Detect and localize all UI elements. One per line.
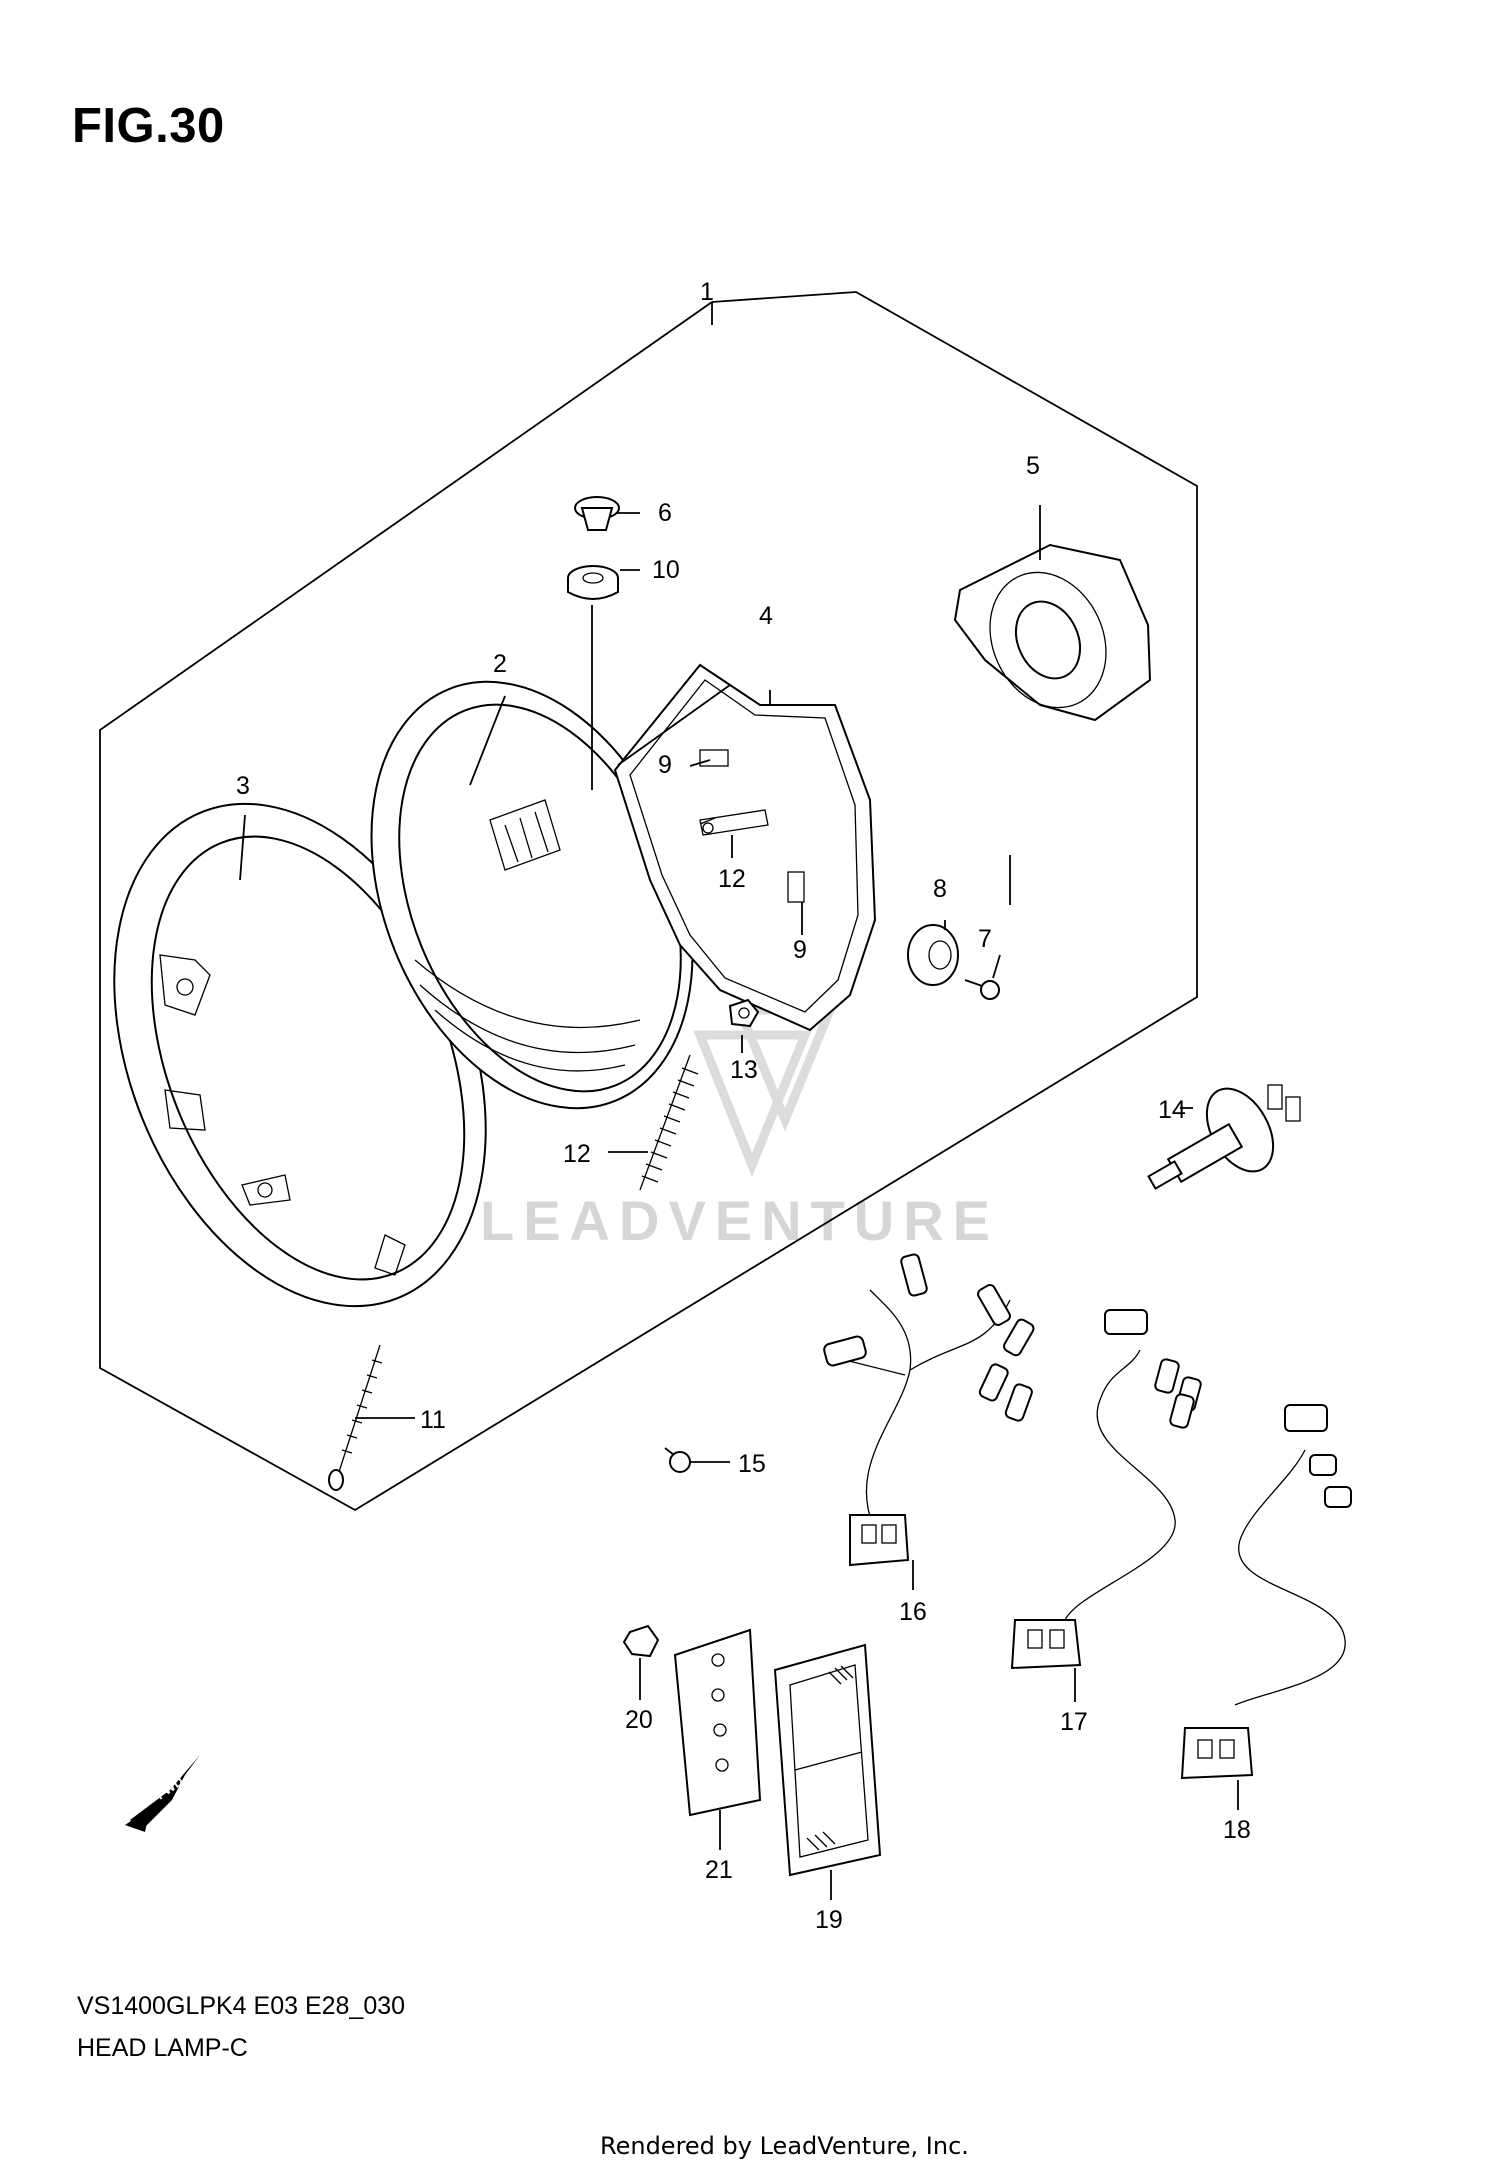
nut-20[interactable] [622, 1624, 660, 1658]
spring-12-lower[interactable] [639, 1054, 699, 1191]
spring-12-upper[interactable] [699, 817, 716, 825]
watermark: LEADVENTURE [480, 1189, 1000, 1252]
screw-15[interactable] [664, 1447, 691, 1473]
callout-5: 5 [1026, 452, 1040, 480]
callout-8: 8 [933, 875, 947, 903]
callout-9a: 9 [658, 751, 672, 779]
callout-12b: 12 [563, 1140, 591, 1168]
callout-2: 2 [493, 650, 507, 678]
callout-1: 1 [700, 278, 714, 306]
callout-19: 19 [815, 1906, 843, 1934]
section-name: HEAD LAMP-C [77, 2034, 248, 2062]
nut-13[interactable] [728, 998, 760, 1028]
headlamp-case[interactable] [613, 663, 877, 1032]
callout-14: 14 [1158, 1096, 1186, 1124]
screw-6[interactable] [574, 496, 620, 531]
callout-10: 10 [652, 556, 680, 584]
wiring-harness-16[interactable] [823, 1253, 1035, 1567]
assembly-outline [99, 291, 1198, 1512]
callout-7: 7 [978, 925, 992, 953]
reflector-plate[interactable] [673, 1628, 762, 1817]
wiring-harness-17[interactable] [1010, 1309, 1202, 1670]
watermark-logo [693, 1005, 837, 1178]
grommet-10[interactable] [567, 565, 619, 600]
lens-plate[interactable] [773, 1643, 882, 1877]
callout-21: 21 [705, 1856, 733, 1884]
callout-18: 18 [1223, 1816, 1251, 1844]
headlamp-unit[interactable] [312, 634, 753, 1157]
callout-15: 15 [738, 1450, 766, 1478]
fwd-arrow [125, 1755, 200, 1832]
callout-13: 13 [730, 1056, 758, 1084]
callout-9b: 9 [793, 936, 807, 964]
callout-4: 4 [759, 602, 773, 630]
wiring-harness-18[interactable] [1180, 1404, 1352, 1780]
callout-17: 17 [1060, 1708, 1088, 1736]
grommet-8[interactable] [907, 924, 959, 986]
callout-6: 6 [658, 499, 672, 527]
screw-11[interactable] [328, 1344, 383, 1491]
rubber-cap[interactable] [953, 543, 1152, 727]
callout-16: 16 [899, 1598, 927, 1626]
model-code: VS1400GLPK4 E03 E28_030 [77, 1992, 406, 2020]
leader-lines [239, 302, 1239, 1900]
render-credit: Rendered by LeadVenture, Inc. [600, 2132, 969, 2160]
headlamp-bulb[interactable] [1147, 1077, 1301, 1190]
callout-11: 11 [420, 1406, 446, 1434]
callout-20: 20 [625, 1706, 653, 1734]
bolt-7[interactable] [964, 979, 1000, 1000]
figure-title: FIG.30 [72, 99, 225, 153]
callout-3: 3 [236, 772, 250, 800]
callout-12a: 12 [718, 865, 746, 893]
